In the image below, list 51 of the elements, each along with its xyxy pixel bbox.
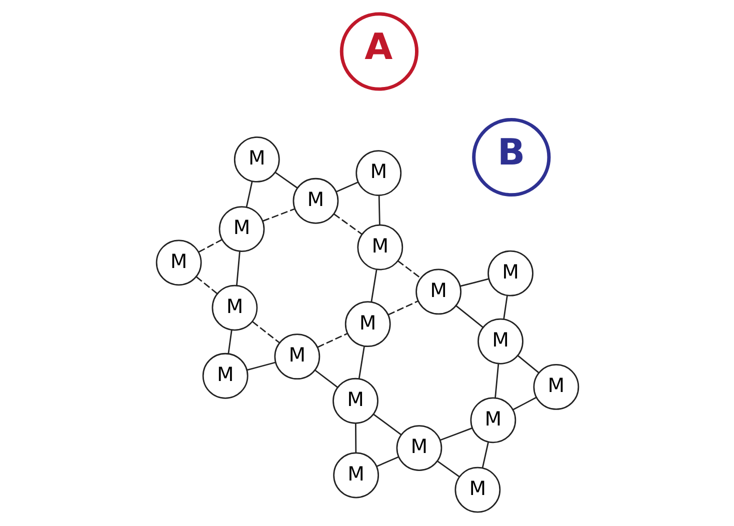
node-circle: M	[155, 240, 202, 286]
connector	[358, 346, 364, 379]
node-circle: M	[332, 452, 379, 498]
node-circle: M	[233, 136, 280, 182]
connector	[378, 195, 380, 226]
node-circle: M	[487, 250, 533, 296]
connector	[436, 460, 460, 478]
connector	[512, 396, 536, 410]
connector	[376, 456, 398, 467]
connector	[370, 270, 377, 302]
connector	[455, 305, 484, 328]
node-circle: M	[396, 425, 442, 472]
connector	[314, 370, 338, 388]
node-circle: M	[355, 150, 402, 196]
node-circle: M	[356, 224, 403, 270]
node-circle: M	[211, 284, 258, 331]
connector	[517, 355, 539, 374]
connector	[439, 428, 472, 441]
connector	[246, 362, 276, 371]
connector	[245, 181, 252, 208]
node-circle: M	[532, 364, 579, 410]
node-circle: M	[415, 268, 461, 315]
node-circle: B	[472, 118, 550, 197]
connector	[502, 295, 508, 320]
connector	[494, 364, 499, 398]
connector	[333, 214, 362, 235]
connector	[336, 181, 358, 192]
connector	[196, 276, 218, 294]
connector	[397, 260, 421, 279]
node-circle: M	[454, 466, 500, 513]
node-circle: M	[218, 206, 264, 252]
node-circle: M	[292, 178, 338, 224]
connector	[372, 414, 402, 436]
node-circle: A	[339, 12, 418, 91]
connector	[198, 239, 222, 253]
node-circle: M	[274, 334, 320, 380]
connector	[388, 300, 418, 316]
connector	[274, 172, 298, 189]
connector	[316, 332, 347, 348]
node-circle: M	[470, 397, 516, 444]
node-circle: M	[477, 318, 523, 364]
connector	[227, 330, 232, 354]
node-circle: M	[202, 352, 248, 399]
connector	[481, 442, 488, 468]
connector	[354, 423, 356, 453]
connector	[459, 278, 489, 287]
node-circle: M	[332, 378, 378, 424]
node-circle: M	[344, 301, 390, 348]
connector	[236, 252, 240, 286]
connector	[252, 321, 280, 344]
connector	[262, 208, 294, 222]
